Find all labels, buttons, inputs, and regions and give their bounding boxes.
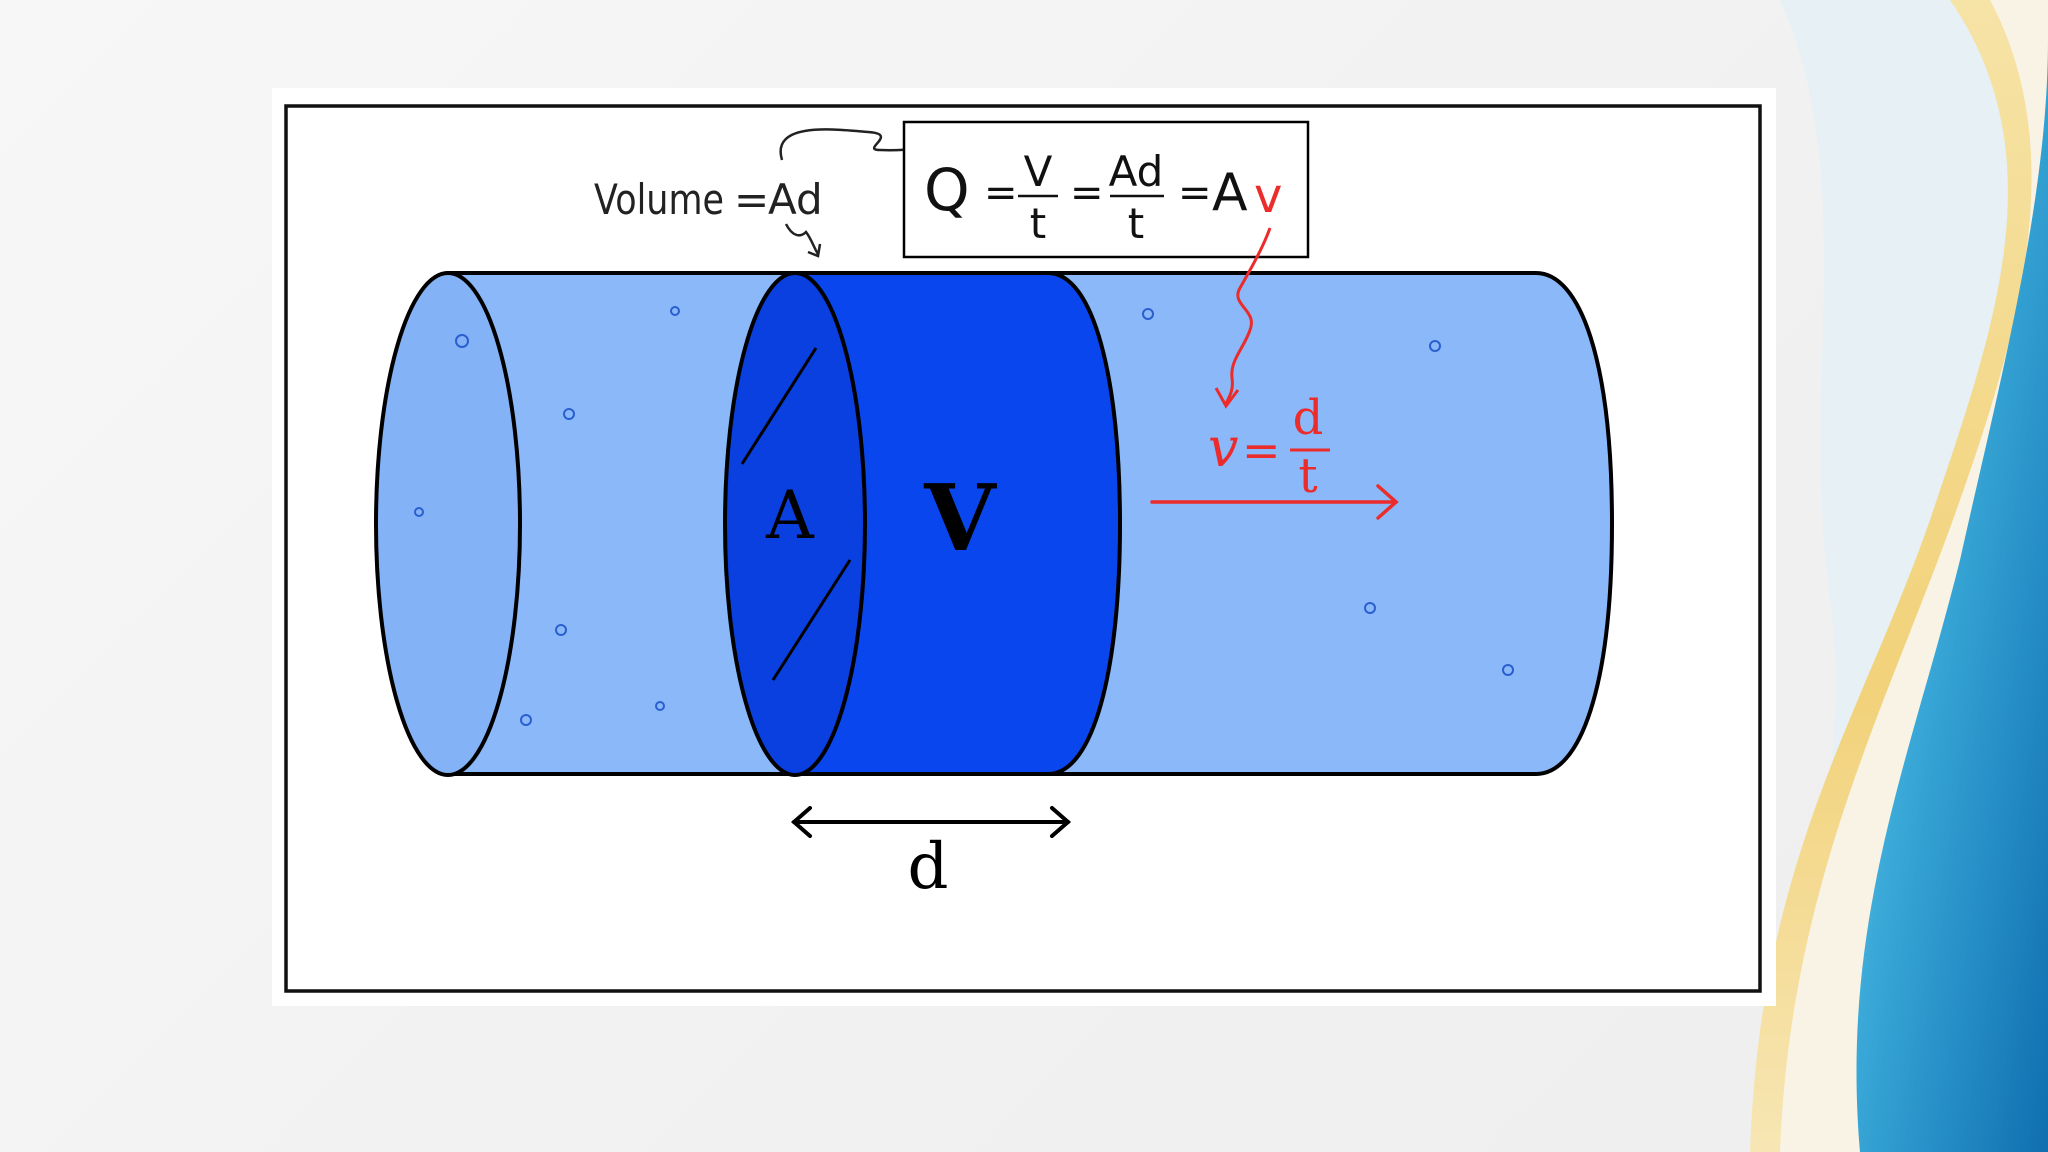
area-symbol: A <box>1212 163 1248 223</box>
frac1-den: t <box>1030 199 1046 248</box>
flow-direction-arrow <box>1150 484 1399 520</box>
distance-arrow <box>790 806 1072 838</box>
velocity-den: t <box>1298 448 1317 504</box>
frac1-num: V <box>1024 147 1053 196</box>
velocity-symbol: v <box>1254 168 1282 224</box>
velocity-v: v <box>1208 416 1239 479</box>
volume-rhs: Ad <box>768 175 823 224</box>
area-label: A <box>765 477 815 554</box>
volume-word: Volume <box>594 175 724 224</box>
decorative-swoosh <box>1750 0 2048 1152</box>
q-eq: = <box>984 170 1018 216</box>
squiggle-arrowhead <box>807 243 822 258</box>
velocity-eq: = <box>1242 423 1281 477</box>
slab-body <box>793 271 1123 776</box>
hatch-mark <box>771 559 852 681</box>
fluid-bubbles <box>414 306 1514 726</box>
velocity-link-arrowhead <box>1214 387 1240 409</box>
frac2-num: Ad <box>1109 147 1164 196</box>
volume-label: V <box>923 464 997 572</box>
q-symbol: Q <box>924 156 970 224</box>
eq3: = <box>1178 170 1212 216</box>
volume-eq: = <box>734 175 769 224</box>
velocity-num: d <box>1293 390 1324 446</box>
flow-rate-formula: Q = V t = Ad t = A v <box>924 147 1282 248</box>
slab-face-area <box>723 271 867 777</box>
hatch-mark <box>740 347 818 465</box>
distance-label: d <box>908 830 949 904</box>
velocity-link-arrow <box>1224 227 1272 405</box>
eq2: = <box>1070 170 1104 216</box>
velocity-formula: v = d t <box>1208 390 1330 504</box>
frac2-den: t <box>1128 199 1144 248</box>
fluid-slab <box>723 271 1123 777</box>
pipe-left-cap <box>374 271 522 777</box>
squiggle-arrow <box>784 223 820 255</box>
flow-rate-box <box>902 120 1310 259</box>
volume-formula: Volume = Ad <box>594 175 823 224</box>
